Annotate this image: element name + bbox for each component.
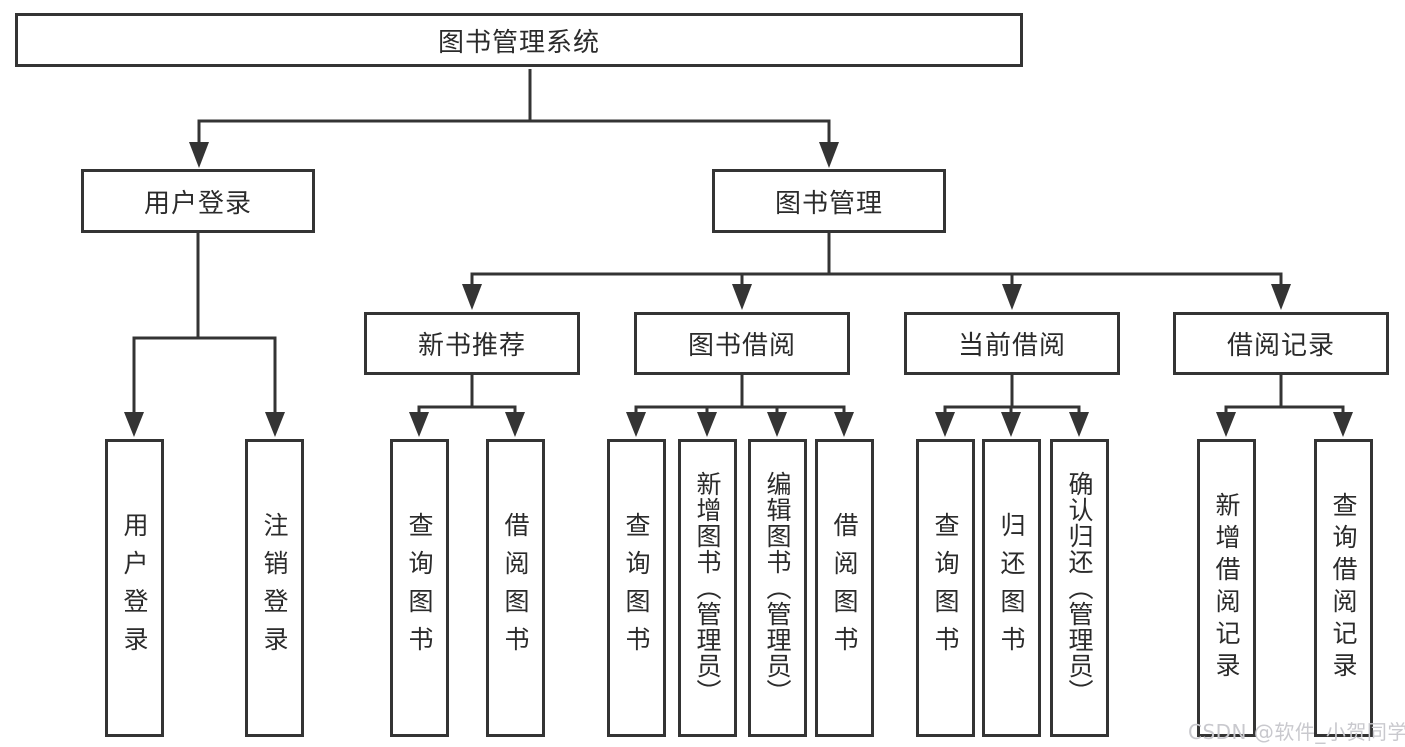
node-book-management: 图书管理 [712,169,946,233]
node-user-login-label: 用户登录 [143,188,252,219]
connector-borrow-records-children [1216,375,1353,437]
leaf-current-query-books-label: 查询图书 [931,512,960,664]
leaf-current-return-books-label: 归还图书 [997,512,1026,664]
leaf-borrow-edit-books-label: 编辑图书（管理员） [763,471,792,705]
node-new-book-recommend: 新书推荐 [364,312,580,375]
watermark: CSDN @软件_小贺同学 [1188,720,1405,744]
leaf-current-return-books: 归还图书 [982,439,1041,737]
connector-new-book-children [409,375,525,437]
leaf-borrow-edit-books: 编辑图书（管理员） [748,439,807,737]
leaf-records-add-record-label: 新增借阅记录 [1212,492,1241,684]
node-user-login: 用户登录 [81,169,315,233]
node-book-borrowing-label: 图书借阅 [687,331,796,361]
leaf-current-confirm-return-label: 确认归还（管理员） [1065,471,1094,705]
leaf-logout-login: 注销登录 [245,439,304,737]
leaf-borrow-query-books: 查询图书 [607,439,666,737]
node-current-borrowing-label: 当前借阅 [957,331,1066,361]
leaf-borrow-add-books: 新增图书（管理员） [678,439,737,737]
node-current-borrowing: 当前借阅 [904,312,1120,375]
leaf-records-query-record: 查询借阅记录 [1314,439,1373,737]
leaf-borrow-add-books-label: 新增图书（管理员） [693,471,722,705]
connector-root-to-level2 [189,69,839,168]
leaf-current-query-books: 查询图书 [916,439,975,737]
connector-current-borrow-children [935,375,1089,437]
connector-book-management-children [462,233,1291,310]
leaf-records-add-record: 新增借阅记录 [1197,439,1256,737]
leaf-borrow-query-books-label: 查询图书 [622,512,651,664]
node-borrowing-records-label: 借阅记录 [1226,331,1335,361]
leaf-logout-login-label: 注销登录 [260,512,289,664]
leaf-newbook-borrow-books: 借阅图书 [486,439,545,737]
leaf-records-query-record-label: 查询借阅记录 [1329,492,1358,684]
connector-book-borrow-children [626,375,854,437]
leaf-newbook-query-books-label: 查询图书 [405,512,434,664]
node-borrowing-records: 借阅记录 [1173,312,1389,375]
leaf-user-login: 用户登录 [105,439,164,737]
leaf-user-login-label: 用户登录 [120,512,149,664]
leaf-newbook-borrow-books-label: 借阅图书 [501,512,530,664]
node-new-book-recommend-label: 新书推荐 [417,331,526,361]
node-root: 图书管理系统 [15,13,1023,67]
leaf-borrow-borrow-books: 借阅图书 [815,439,874,737]
node-root-label: 图书管理系统 [437,27,600,58]
leaf-borrow-borrow-books-label: 借阅图书 [830,512,859,664]
node-book-management-label: 图书管理 [774,188,883,219]
leaf-current-confirm-return: 确认归还（管理员） [1050,439,1109,737]
leaf-newbook-query-books: 查询图书 [390,439,449,737]
node-book-borrowing: 图书借阅 [634,312,850,375]
connector-user-login-children [124,233,285,437]
